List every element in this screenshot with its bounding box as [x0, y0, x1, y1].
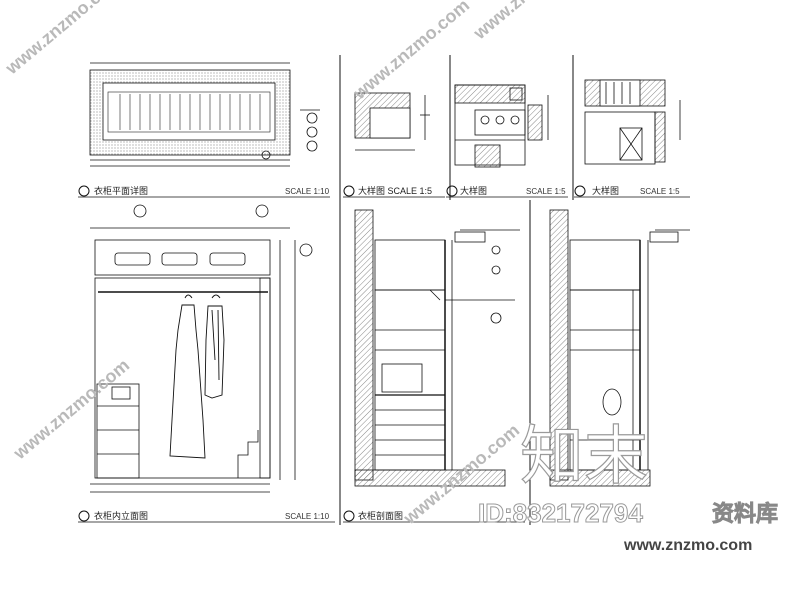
plan-top-title-block: 衣柜平面详图 SCALE 1:10: [78, 185, 330, 198]
watermark-diagonal-1: www.znzmo.com: [1, 0, 125, 79]
detail-b-drawing: [454, 84, 549, 168]
elevation-front-title: 衣柜内立面图: [94, 510, 148, 521]
watermark-diagonal-5: www.znzmo.com: [469, 0, 593, 44]
detail-c-drawing: [584, 79, 681, 165]
detail-b-title: 大样图: [460, 185, 487, 196]
section2-drawing: [549, 209, 690, 487]
section-drawing: [354, 209, 520, 487]
watermark-site: www.znzmo.com: [623, 537, 752, 554]
panel-dividers: [339, 55, 574, 525]
watermark-logo-chars: 知末: [520, 420, 648, 494]
hanger-bars: [107, 91, 271, 133]
section-title: 衣柜剖面图: [358, 510, 403, 521]
detail-a-drawing: [354, 92, 430, 151]
detail-c-scale: SCALE 1:5: [640, 187, 680, 196]
watermark-library-label: 资料库: [712, 502, 778, 527]
detail-a-title: 大样图 SCALE 1:5: [358, 185, 432, 196]
detail-c-title-block: 大样图 SCALE 1:5: [574, 185, 690, 198]
watermark-id: ID:832172794: [478, 498, 643, 528]
detail-b-title-block: 大样图 SCALE 1:5: [446, 185, 568, 198]
watermark-diagonal-2: www.znzmo.com: [9, 355, 133, 464]
elevation-front-drawing: [90, 204, 313, 493]
detail-a-title-block: 大样图 SCALE 1:5: [343, 185, 445, 198]
elevation-front-title-block: 衣柜内立面图 SCALE 1:10: [78, 510, 335, 523]
watermark-diagonal-3: www.znzmo.com: [349, 0, 473, 104]
plan-top-drawing: [89, 62, 320, 167]
dress-illustration: [169, 294, 225, 459]
detail-b-scale: SCALE 1:5: [526, 187, 566, 196]
detail-c-title: 大样图: [592, 185, 619, 196]
section-title-block: 衣柜剖面图: [343, 510, 525, 523]
plan-top-title: 衣柜平面详图: [94, 185, 148, 196]
elevation-front-scale: SCALE 1:10: [285, 512, 330, 521]
plan-top-scale: SCALE 1:10: [285, 187, 330, 196]
